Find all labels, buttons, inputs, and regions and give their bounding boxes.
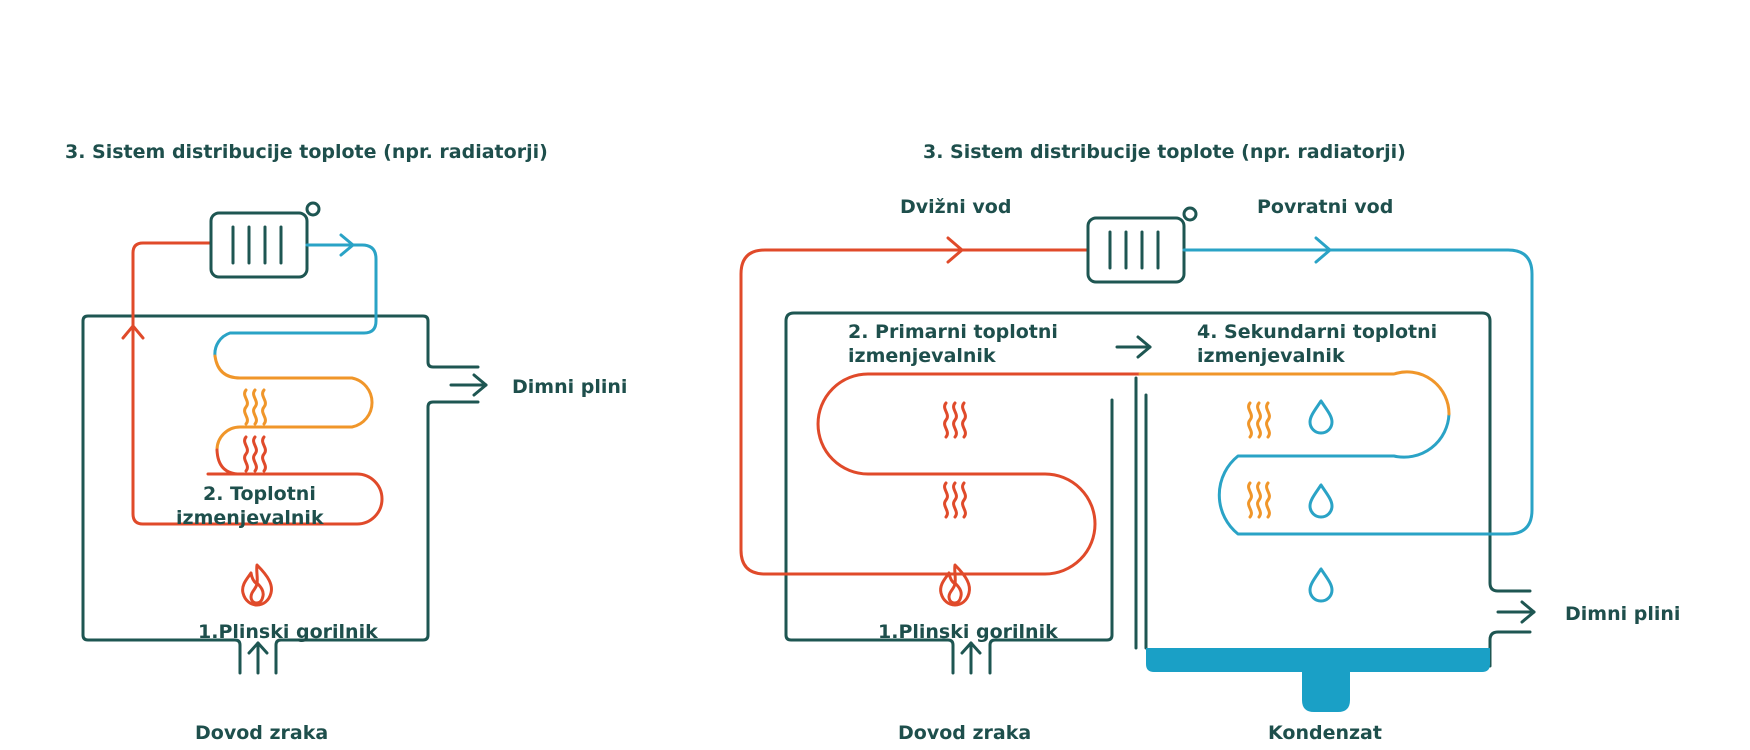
secondary-label-1: 4. Sekundarni toplotni [1197,321,1437,343]
supply-arrow-icon [938,236,964,264]
condensate-label: Kondenzat [1268,722,1382,744]
return-arrow-icon [1306,236,1332,264]
right-air-label: Dovod zraka [898,722,1031,744]
heat-wave-icon [943,401,967,439]
condensing-boiler: 3. Sistem distribucije toplote (npr. rad… [739,141,1680,744]
heat-wave-icon [1247,481,1271,519]
heat-wave-icon [943,481,967,519]
right-blue-circuit [1182,248,1534,536]
right-red-circuit [739,248,1142,576]
left-radiator-icon [209,201,321,279]
heat-wave-icon [1247,401,1271,439]
heat-wave-icon [243,388,267,426]
left-red-coil [215,448,242,476]
water-drop-icon [1308,567,1334,603]
supply-label: Dvižni vod [900,196,1011,218]
left-burner-label: 1.Plinski gorilnik [198,621,378,643]
left-exchanger-label-2: izmenjevalnik [176,507,324,529]
right-flue-label: Dimni plini [1565,603,1680,625]
water-drop-icon [1308,399,1334,435]
air-inlet-arrow-icon [247,641,269,675]
condensate-tank [1146,648,1490,712]
water-drop-icon [1308,483,1334,519]
right-orange-coil [1138,370,1451,416]
secondary-label-2: izmenjevalnik [1197,345,1345,367]
primary-label-2: izmenjevalnik [848,345,996,367]
conventional-boiler: 3. Sistem distribucije toplote (npr. rad… [65,141,627,744]
return-label: Povratni vod [1257,196,1393,218]
flame-icon [939,563,971,607]
flame-icon [241,563,273,607]
air-inlet-arrow-icon [960,641,982,675]
left-housing-lower [274,400,480,675]
left-up-arrow-icon [121,324,145,340]
right-housing-lower [1488,630,1532,668]
left-air-label: Dovod zraka [195,722,328,744]
right-housing-left-lower [988,398,1114,675]
heat-wave-icon [243,435,267,473]
primary-label-1: 2. Primarni toplotni [848,321,1058,343]
left-exchanger-label-1: 2. Toplotni [203,483,316,505]
left-flue-label: Dimni plini [512,376,627,398]
left-orange-coil [213,354,374,452]
left-return-arrow-icon [336,233,355,257]
right-burner-label: 1.Plinski gorilnik [878,621,1058,643]
right-housing [784,311,1532,675]
left-blue-circuit [213,243,378,358]
flue-arrow-icon [449,373,488,397]
flue-arrow-icon [1496,600,1536,624]
right-title: 3. Sistem distribucije toplote (npr. rad… [923,141,1406,163]
right-radiator-icon [1086,206,1198,284]
gas-flow-arrow-icon [1115,335,1152,359]
left-title: 3. Sistem distribucije toplote (npr. rad… [65,141,548,163]
left-housing [81,314,480,675]
left-red-circuit [131,241,384,526]
